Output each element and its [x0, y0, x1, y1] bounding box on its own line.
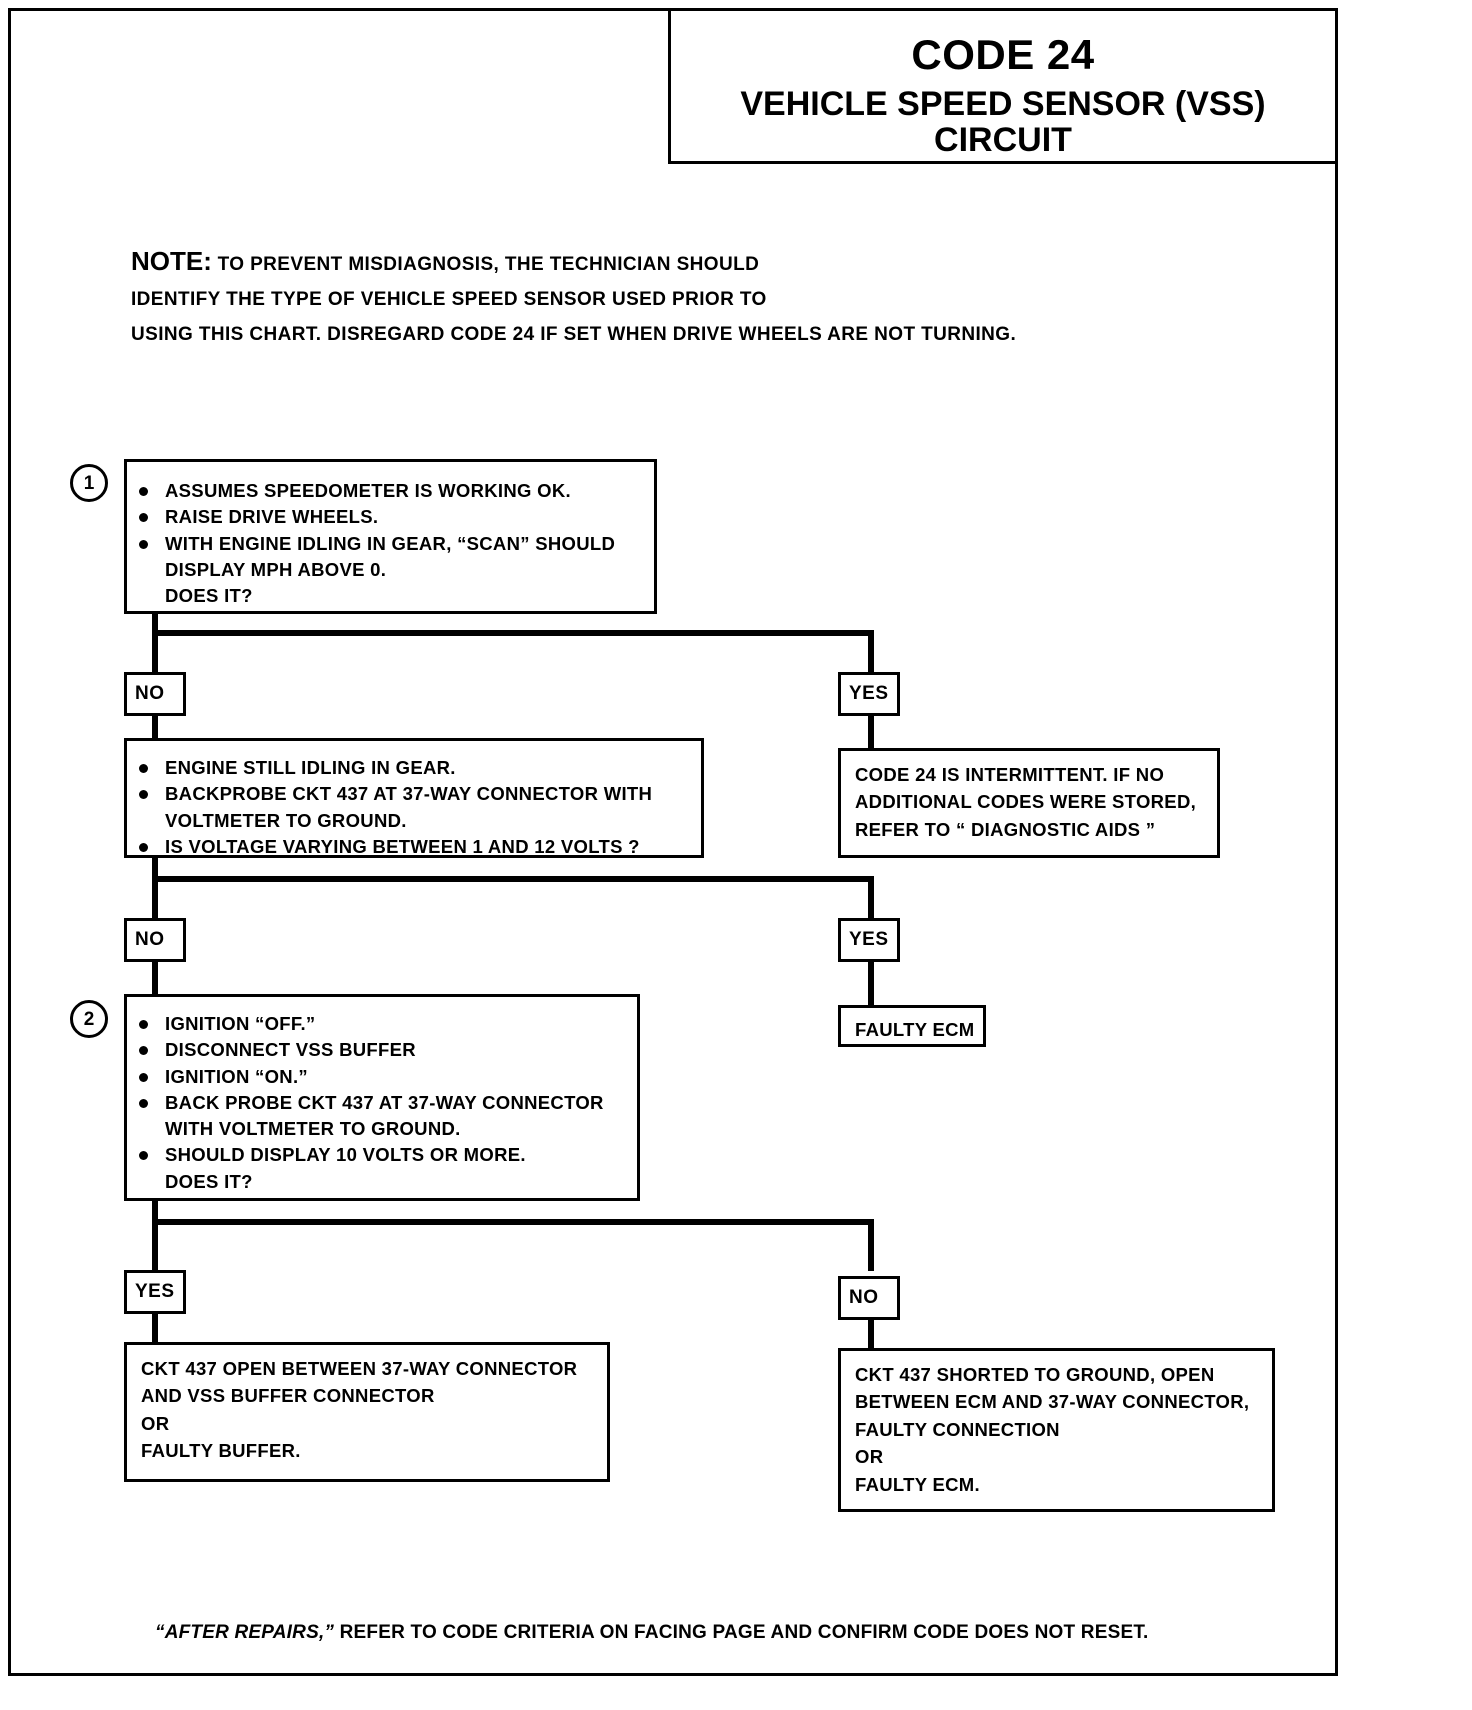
connector-branch1-yes-down: [868, 630, 874, 674]
connector-branch3-no-down: [868, 1219, 874, 1271]
box1-item-3: WITH ENGINE IDLING IN GEAR, “SCAN” SHOUL…: [127, 531, 654, 610]
result-intermittent-line-3: REFER TO “ DIAGNOSTIC AIDS ”: [855, 818, 1156, 840]
connector-yes3-to-result: [152, 1312, 158, 1344]
step-number-2: 2: [70, 1000, 108, 1038]
note-block: NOTE: TO PREVENT MISDIAGNOSIS, THE TECHN…: [131, 248, 1081, 360]
connector-branch1-no-down: [152, 630, 158, 674]
branch-label-yes-3: YES: [124, 1270, 186, 1314]
box1-item-1: ASSUMES SPEEDOMETER IS WORKING OK.: [127, 478, 654, 504]
footer-emphasis: “AFTER REPAIRS,”: [155, 1622, 335, 1643]
box1-question: DOES IT?: [165, 585, 253, 607]
result-shorted-line-2: BETWEEN ECM AND 37-WAY CONNECTOR,: [855, 1391, 1250, 1413]
result-open-line-4: FAULTY BUFFER.: [141, 1440, 301, 1462]
bullet-icon: [139, 842, 148, 852]
result-shorted-line-3: FAULTY CONNECTION: [855, 1418, 1060, 1440]
box2-item-1: ENGINE STILL IDLING IN GEAR.: [127, 755, 701, 781]
branch-label-no-1: NO: [124, 672, 186, 716]
branch-label-no-2: NO: [124, 918, 186, 962]
footer-note: “AFTER REPAIRS,” REFER TO CODE CRITERIA …: [155, 1622, 1149, 1644]
connector-no1-to-box2: [152, 714, 158, 740]
box3-item-5: SHOULD DISPLAY 10 VOLTS OR MORE. DOES IT…: [127, 1142, 637, 1195]
connector-yes2-to-ecm: [868, 960, 874, 1008]
branch-label-yes-1: YES: [838, 672, 900, 716]
box2-item-2: BACKPROBE CKT 437 AT 37-WAY CONNECTOR WI…: [127, 781, 701, 834]
bullet-icon: [139, 539, 148, 549]
page-title: CODE 24: [911, 31, 1095, 78]
result-box-ckt437-open: CKT 437 OPEN BETWEEN 37-WAY CONNECTOR AN…: [124, 1342, 610, 1482]
footer-rest: REFER TO CODE CRITERIA ON FACING PAGE AN…: [334, 1622, 1149, 1643]
note-line-1: NOTE: TO PREVENT MISDIAGNOSIS, THE TECHN…: [131, 248, 1081, 274]
branch-label-no-3: NO: [838, 1276, 900, 1320]
connector-box3-down: [152, 1201, 158, 1225]
bullet-icon: [139, 487, 148, 496]
box2-item-3: IS VOLTAGE VARYING BETWEEN 1 AND 12 VOLT…: [127, 834, 701, 860]
title-banner: CODE 24 VEHICLE SPEED SENSOR (VSS) CIRCU…: [668, 8, 1338, 164]
connector-branch2-no-down: [152, 876, 158, 920]
result-box-faulty-ecm: FAULTY ECM: [838, 1005, 986, 1047]
box1-item-3-line2: DISPLAY MPH ABOVE 0.: [165, 558, 387, 580]
box3-item-2: DISCONNECT VSS BUFFER: [127, 1037, 637, 1063]
result-faulty-ecm-text: FAULTY ECM: [855, 1019, 975, 1040]
box3-item-3: IGNITION “ON.”: [127, 1064, 637, 1090]
page-subtitle: VEHICLE SPEED SENSOR (VSS) CIRCUIT: [740, 85, 1266, 159]
decision-box-2: ENGINE STILL IDLING IN GEAR. BACKPROBE C…: [124, 738, 704, 858]
connector-branch2-yes-down: [868, 876, 874, 920]
box1-item-2: RAISE DRIVE WHEELS.: [127, 504, 654, 530]
result-open-line-1: CKT 437 OPEN BETWEEN 37-WAY CONNECTOR: [141, 1358, 578, 1379]
result-box-ckt437-shorted: CKT 437 SHORTED TO GROUND, OPEN BETWEEN …: [838, 1348, 1275, 1512]
box3-question: DOES IT?: [165, 1170, 253, 1192]
connector-branch1-horizontal: [152, 630, 874, 636]
branch-label-yes-2: YES: [838, 918, 900, 962]
result-shorted-line-1: CKT 437 SHORTED TO GROUND, OPEN: [855, 1364, 1215, 1385]
result-intermittent-line-1: CODE 24 IS INTERMITTENT. IF NO: [855, 764, 1165, 785]
bullet-icon: [139, 513, 148, 523]
connector-branch3-horizontal: [152, 1219, 874, 1225]
bullet-icon: [139, 1046, 148, 1056]
box2-item-2-line2: VOLTMETER TO GROUND.: [165, 809, 407, 831]
result-box-intermittent: CODE 24 IS INTERMITTENT. IF NO ADDITIONA…: [838, 748, 1220, 858]
connector-no3-to-result: [868, 1318, 874, 1350]
result-open-line-2: AND VSS BUFFER CONNECTOR: [141, 1385, 435, 1407]
result-intermittent-line-2: ADDITIONAL CODES WERE STORED,: [855, 791, 1197, 813]
bullet-icon: [139, 1098, 148, 1108]
note-line-1-text: TO PREVENT MISDIAGNOSIS, THE TECHNICIAN …: [217, 254, 760, 275]
bullet-icon: [139, 764, 148, 773]
connector-yes1-to-box: [868, 714, 874, 750]
box3-item-4: BACK PROBE CKT 437 AT 37-WAY CONNECTOR W…: [127, 1090, 637, 1143]
connector-branch3-yes-down: [152, 1219, 158, 1271]
box3-item-4-line2: WITH VOLTMETER TO GROUND.: [165, 1118, 461, 1140]
bullet-icon: [139, 790, 148, 800]
note-line-2: IDENTIFY THE TYPE OF VEHICLE SPEED SENSO…: [131, 289, 767, 310]
decision-box-3: IGNITION “OFF.” DISCONNECT VSS BUFFER IG…: [124, 994, 640, 1201]
connector-no2-to-box3: [152, 960, 158, 996]
connector-branch2-horizontal: [152, 876, 874, 882]
bullet-icon: [139, 1020, 148, 1029]
connector-box2-down: [152, 858, 158, 880]
connector-box1-down: [152, 614, 158, 636]
box3-item-1: IGNITION “OFF.”: [127, 1011, 637, 1037]
step-number-1: 1: [70, 464, 108, 502]
note-label: NOTE:: [131, 246, 212, 276]
result-open-line-3: OR: [141, 1412, 170, 1434]
result-shorted-line-5: FAULTY ECM.: [855, 1473, 980, 1495]
bullet-icon: [139, 1151, 148, 1161]
note-line-3: USING THIS CHART. DISREGARD CODE 24 IF S…: [131, 324, 1017, 345]
decision-box-1: ASSUMES SPEEDOMETER IS WORKING OK. RAISE…: [124, 459, 657, 614]
bullet-icon: [139, 1072, 148, 1082]
result-shorted-line-4: OR: [855, 1446, 884, 1468]
